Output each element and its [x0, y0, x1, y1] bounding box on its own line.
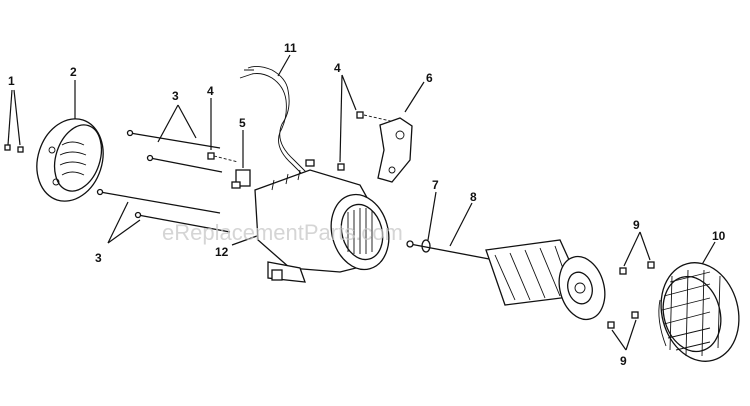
callout-5: 5 [239, 116, 246, 130]
callout-12: 12 [215, 245, 229, 259]
part-7-washer [421, 191, 437, 253]
part-9-screws-upper [619, 231, 655, 275]
watermark: eReplacementParts.com [162, 220, 403, 245]
part-3-lower-bolts [96, 188, 231, 244]
callout-7: 7 [432, 178, 439, 192]
part-4-left-screw [207, 98, 239, 163]
part-6-bracket [377, 81, 425, 183]
part-4-right-screws [337, 74, 396, 171]
callout-9-upper: 9 [633, 218, 640, 232]
callout-10: 10 [712, 229, 726, 243]
part-10-end-bell [658, 241, 740, 362]
callout-6: 6 [426, 71, 433, 85]
part-12-stator-housing [231, 169, 390, 283]
callout-11: 11 [284, 41, 297, 55]
part-1-screws [4, 89, 24, 153]
part-2-end-cover [36, 80, 104, 202]
part-3-upper-bolts [126, 104, 223, 173]
callout-2: 2 [70, 65, 77, 79]
callout-1: 1 [8, 74, 15, 88]
rotor-assembly [485, 239, 606, 321]
callout-3-lower: 3 [95, 251, 102, 265]
callout-4-left: 4 [207, 84, 214, 98]
part-9-screws-lower [607, 311, 639, 351]
callout-8: 8 [470, 190, 477, 204]
callout-3-upper: 3 [172, 89, 179, 103]
callout-4-right: 4 [334, 61, 341, 75]
part-5-connector [231, 130, 251, 189]
part-11-wiring-harness [239, 54, 315, 177]
callout-9-lower: 9 [620, 354, 627, 368]
